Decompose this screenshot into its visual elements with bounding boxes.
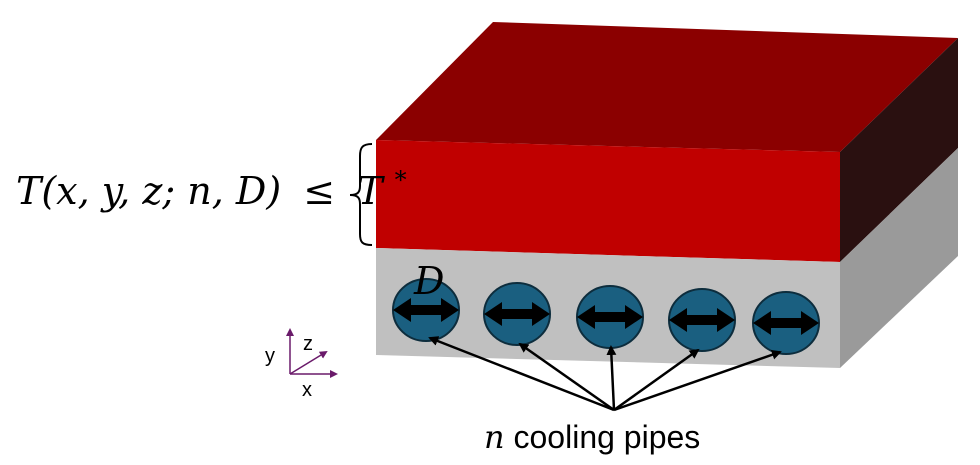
pipe-pointer-arrows [428, 336, 782, 412]
temperature-constraint-equation: T(x, y, z; n, D) ≤ T * [16, 166, 407, 213]
x-axis-label: x [302, 379, 312, 401]
cooling-pipe [668, 288, 736, 352]
pipe-pointer-arrow [606, 345, 617, 411]
cooling-pipe [392, 278, 460, 342]
z-axis-label: z [303, 333, 313, 355]
z-axis-arrow [289, 350, 328, 375]
slab-right-face-upper [840, 38, 958, 262]
cooling-pipe [752, 291, 820, 355]
slab-front-heated-layer [376, 140, 840, 262]
pipe-pointer-arrow [613, 349, 782, 412]
thickness-brace [349, 143, 373, 246]
pipe-pointer-arrow [428, 336, 615, 412]
diameter-label: D [413, 259, 444, 303]
cooling-pipes-caption: n cooling pipes [484, 418, 700, 456]
equation-lhs: T(x, y, z; n, D) [16, 169, 281, 213]
cooling-pipes [392, 278, 820, 355]
equation-operator: ≤ [303, 169, 335, 213]
equation-rhs-superscript: * [395, 166, 407, 194]
y-axis-label: y [265, 345, 275, 367]
equation-rhs: T [357, 169, 385, 213]
pipe-pointer-arrow [518, 342, 615, 412]
coordinate-axes [286, 328, 338, 378]
slab-right-face-lower [840, 148, 958, 368]
cooling-pipe [483, 282, 551, 346]
cooling-pipe [576, 285, 644, 349]
slab-top-face [376, 22, 958, 152]
pipe-pointer-arrow [613, 348, 700, 412]
caption-variable: n [484, 418, 505, 456]
caption-text: cooling pipes [514, 419, 701, 455]
